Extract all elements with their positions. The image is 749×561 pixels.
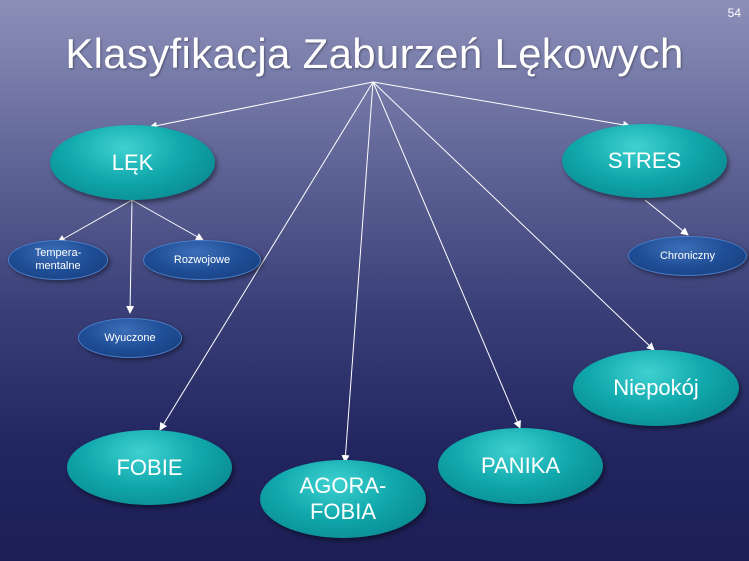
node-niepokoj-label: Niepokój	[613, 375, 699, 400]
slide-title: Klasyfikacja Zaburzeń Lękowych	[65, 30, 684, 77]
node-rozwojowe: Rozwojowe	[143, 240, 261, 280]
node-temperamentalne: Tempera- mentalne	[8, 240, 108, 280]
node-wyuczone-label: Wyuczone	[104, 331, 156, 344]
arrow-to-temperamentalne	[57, 199, 133, 243]
node-stres: STRES	[562, 124, 727, 198]
node-agorafobia-label: AGORA- FOBIA	[299, 473, 387, 524]
arrow-to-rozwojowe	[131, 199, 204, 241]
arrow-to-chroniczny	[644, 199, 689, 236]
node-temperamentalne-label: Tempera- mentalne	[34, 247, 82, 272]
node-fobie-label: FOBIE	[116, 454, 183, 480]
node-fobie: FOBIE	[67, 430, 232, 505]
arrow-to-agorafobia	[341, 81, 374, 463]
node-lek: LĘK	[50, 125, 215, 200]
node-wyuczone: Wyuczone	[78, 318, 182, 358]
node-agorafobia: AGORA- FOBIA	[260, 460, 426, 538]
node-panika: PANIKA	[438, 428, 603, 504]
arrow-to-lek	[149, 81, 374, 130]
slide-number: 54	[727, 6, 741, 20]
node-niepokoj: Niepokój	[573, 350, 739, 426]
arrow-to-niepokoj	[372, 81, 655, 351]
node-chroniczny-label: Chroniczny	[659, 249, 716, 262]
node-stres-label: STRES	[607, 148, 682, 173]
node-panika-label: PANIKA	[480, 453, 561, 478]
arrow-to-stres	[372, 81, 631, 129]
node-lek-label: LĘK	[111, 149, 154, 175]
arrow-to-fobie	[159, 81, 374, 431]
node-rozwojowe-label: Rozwojowe	[173, 253, 231, 266]
node-chroniczny: Chroniczny	[628, 236, 747, 276]
arrow-to-wyuczone	[126, 199, 135, 314]
arrow-to-panika	[372, 81, 521, 429]
